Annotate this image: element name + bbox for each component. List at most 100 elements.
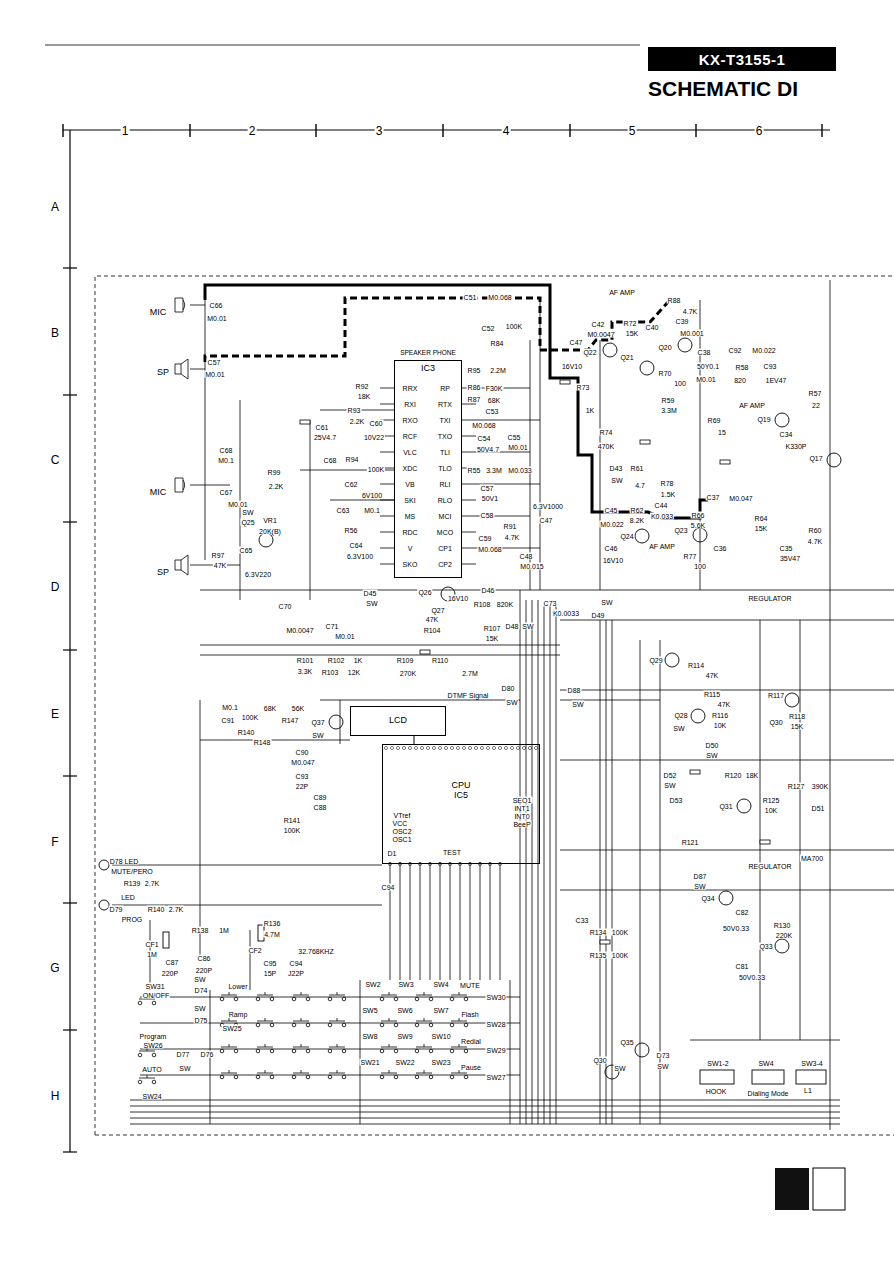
part-label: SW2 — [364, 981, 381, 988]
part-label: TLO — [437, 465, 453, 472]
part-label: C60 — [369, 420, 384, 427]
part-label: INT0 — [513, 813, 530, 820]
grid-reference: 6 — [755, 125, 764, 137]
part-label: M0.033 — [507, 467, 532, 474]
part-label: D48 — [505, 623, 520, 630]
part-label: D79 — [109, 906, 124, 913]
part-label: R107 — [483, 625, 502, 632]
part-label: 4.7K — [504, 534, 520, 541]
part-label: D45 — [363, 590, 378, 597]
part-label: R56 — [344, 527, 359, 534]
part-label: K0.0033 — [552, 610, 580, 617]
part-label: C95 — [263, 960, 278, 967]
part-label: M0.047 — [728, 495, 753, 502]
part-label: 3.3M — [485, 467, 503, 474]
part-label: M0.01 — [206, 315, 227, 322]
part-label: C42 — [591, 321, 606, 328]
part-label: SKI — [403, 497, 416, 504]
part-label: 2.2K — [349, 418, 365, 425]
part-label: Redial — [460, 1038, 482, 1045]
part-label: 1.5K — [660, 491, 676, 498]
part-label: R60 — [808, 527, 823, 534]
part-label: 100 — [693, 563, 707, 570]
part-label: 1K — [585, 407, 596, 414]
part-label: 4.7 — [634, 482, 646, 489]
part-label: 16V10 — [447, 595, 469, 602]
part-label: Ramp — [228, 1011, 249, 1018]
grid-reference: 3 — [375, 125, 384, 137]
lcd-box: LCD — [350, 706, 446, 736]
part-label: R91 — [503, 523, 518, 530]
part-label: M0.022 — [599, 521, 624, 528]
part-label: SW — [193, 1005, 206, 1012]
part-label: C36 — [713, 545, 728, 552]
grid-reference: A — [50, 201, 60, 213]
part-label: SW8 — [361, 1033, 378, 1040]
part-label: C39 — [675, 318, 690, 325]
part-label: R73 — [576, 384, 591, 391]
grid-reference: 4 — [502, 125, 511, 137]
part-label: 3.3K — [297, 668, 313, 675]
part-label: 10K — [713, 722, 727, 729]
part-label: R87 — [467, 396, 482, 403]
part-label: 22 — [811, 402, 821, 409]
part-label: RDC — [401, 529, 418, 536]
part-label: Q19 — [756, 416, 771, 423]
part-label: AUTO — [141, 1066, 162, 1073]
block-name: CPU — [450, 781, 471, 791]
part-label: 390K — [811, 783, 829, 790]
part-label: 100K — [611, 929, 629, 936]
part-label: 1K — [353, 657, 364, 664]
part-label: R70 — [658, 370, 673, 377]
part-label: 2.2K — [268, 483, 284, 490]
part-label: M0.015 — [519, 563, 544, 570]
part-label: C71 — [325, 623, 340, 630]
part-label: 100K — [241, 714, 259, 721]
part-label: R62 — [630, 507, 645, 514]
part-label: CF2 — [247, 947, 262, 954]
part-label: C33 — [575, 917, 590, 924]
part-label: 1M — [146, 951, 158, 958]
part-label: C54 — [477, 435, 492, 442]
part-label: 2.7K — [144, 880, 160, 887]
part-label: 3.3M — [660, 407, 678, 414]
part-label: 2.7K — [168, 906, 184, 913]
part-label: R148 — [253, 739, 272, 746]
part-label: Dialing Mode — [747, 1090, 790, 1097]
part-label: C70 — [278, 603, 293, 610]
part-label: Q17 — [808, 455, 823, 462]
part-label: 68K — [263, 705, 277, 712]
part-label: MUTE/PERO — [110, 868, 154, 875]
part-label: SW10 — [430, 1033, 451, 1040]
part-label: C87 — [165, 959, 180, 966]
part-label: C38 — [697, 349, 712, 356]
part-label: MUTE — [459, 982, 481, 989]
part-label: C44 — [654, 502, 669, 509]
part-label: 220K — [775, 932, 793, 939]
part-label: Q30 — [768, 719, 783, 726]
part-label: C63 — [336, 507, 351, 514]
part-label: C57 — [480, 485, 495, 492]
part-label: 16V10 — [561, 363, 583, 370]
part-label: R59 — [661, 397, 676, 404]
part-label: V — [407, 545, 414, 552]
part-label: 10V22 — [363, 434, 385, 441]
part-label: R118 — [788, 713, 806, 720]
part-label: R141 — [283, 817, 302, 824]
part-label: SW — [600, 599, 613, 606]
part-label: C48 — [519, 553, 534, 560]
part-label: 100K — [367, 466, 385, 473]
part-label: CP2 — [437, 561, 453, 568]
part-label: R135 — [589, 952, 608, 959]
part-label: D76 — [200, 1051, 215, 1058]
part-label: 50V0.33 — [738, 974, 766, 981]
part-label: M0.022 — [751, 347, 776, 354]
part-label: D74 — [194, 987, 209, 994]
part-label: C68 — [219, 447, 234, 454]
part-label: R117 — [767, 692, 785, 699]
part-label: SW26 — [142, 1042, 163, 1049]
part-label: D73 — [656, 1052, 671, 1059]
